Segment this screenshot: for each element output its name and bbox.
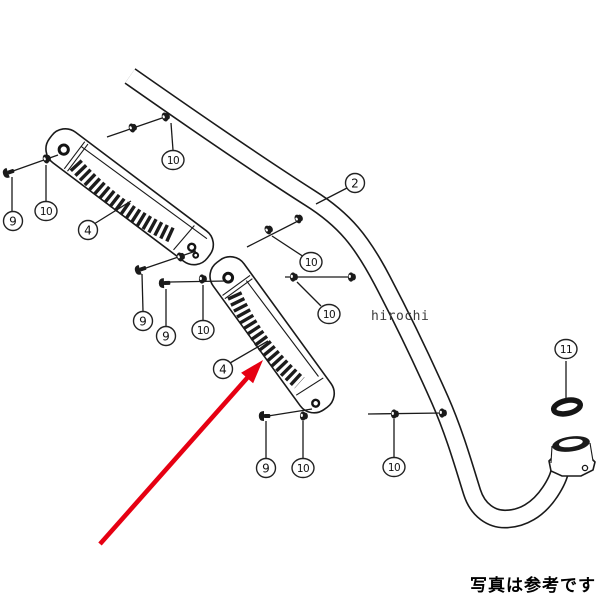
collar-rim bbox=[552, 436, 590, 452]
callout-10: 10 bbox=[382, 456, 406, 478]
exhaust-flange bbox=[548, 436, 596, 477]
shield-tail-hole bbox=[311, 398, 321, 408]
callout-10: 10 bbox=[34, 200, 58, 222]
callout-leader-lines bbox=[11, 122, 567, 458]
callout-2: 2 bbox=[344, 172, 366, 194]
svg-text:10: 10 bbox=[305, 257, 317, 269]
heat-shield-lower bbox=[209, 255, 336, 414]
svg-text:9: 9 bbox=[262, 461, 270, 475]
callouts: 2 4 4 9 10 10 bbox=[2, 149, 578, 479]
callout-10: 10 bbox=[161, 149, 185, 171]
svg-text:10: 10 bbox=[167, 155, 179, 167]
svg-text:10: 10 bbox=[323, 309, 335, 321]
shield-tail-hole bbox=[187, 242, 197, 252]
nut bbox=[347, 272, 356, 282]
shield-ribs bbox=[69, 159, 177, 244]
watermark-text: hirochi bbox=[371, 309, 430, 324]
red-arrow bbox=[98, 360, 263, 546]
callout-9: 9 bbox=[155, 325, 177, 347]
screw bbox=[1, 165, 16, 180]
exhaust-pipe bbox=[124, 68, 570, 529]
svg-text:10: 10 bbox=[197, 325, 209, 337]
shield-mount-hole bbox=[222, 271, 235, 284]
callout-9: 9 bbox=[255, 457, 277, 479]
callout-10: 10 bbox=[191, 319, 215, 341]
heat-shield-upper bbox=[45, 128, 215, 266]
svg-text:10: 10 bbox=[297, 463, 309, 475]
callout-10: 10 bbox=[291, 457, 315, 479]
nut bbox=[127, 122, 139, 134]
svg-text:9: 9 bbox=[139, 314, 147, 328]
svg-text:11: 11 bbox=[560, 344, 572, 356]
reference-photo-caption: 写真は参考です bbox=[470, 576, 596, 596]
screw bbox=[133, 262, 148, 276]
nut bbox=[390, 409, 399, 419]
callout-4: 4 bbox=[212, 358, 234, 380]
screw bbox=[158, 277, 171, 289]
shield-ribs bbox=[227, 291, 305, 389]
svg-text:2: 2 bbox=[351, 176, 359, 190]
screw bbox=[258, 411, 271, 421]
svg-text:10: 10 bbox=[388, 462, 400, 474]
flange-bolt-hole bbox=[581, 464, 589, 472]
gasket-oring bbox=[550, 397, 584, 417]
nut bbox=[289, 272, 298, 282]
svg-text:4: 4 bbox=[84, 223, 92, 237]
callout-10: 10 bbox=[299, 251, 323, 273]
nut bbox=[198, 274, 208, 284]
shield-tail-hole bbox=[192, 251, 200, 259]
svg-text:9: 9 bbox=[9, 214, 17, 228]
callout-4: 4 bbox=[77, 219, 99, 241]
callout-10: 10 bbox=[317, 303, 341, 325]
red-arrow-head bbox=[241, 360, 263, 384]
svg-text:9: 9 bbox=[162, 329, 170, 343]
svg-text:4: 4 bbox=[219, 362, 227, 376]
shield-mount-hole bbox=[57, 143, 70, 156]
callout-9: 9 bbox=[2, 210, 24, 232]
callout-9: 9 bbox=[132, 310, 154, 332]
callout-11: 11 bbox=[554, 338, 578, 360]
nut bbox=[299, 411, 308, 421]
svg-text:10: 10 bbox=[40, 206, 52, 218]
